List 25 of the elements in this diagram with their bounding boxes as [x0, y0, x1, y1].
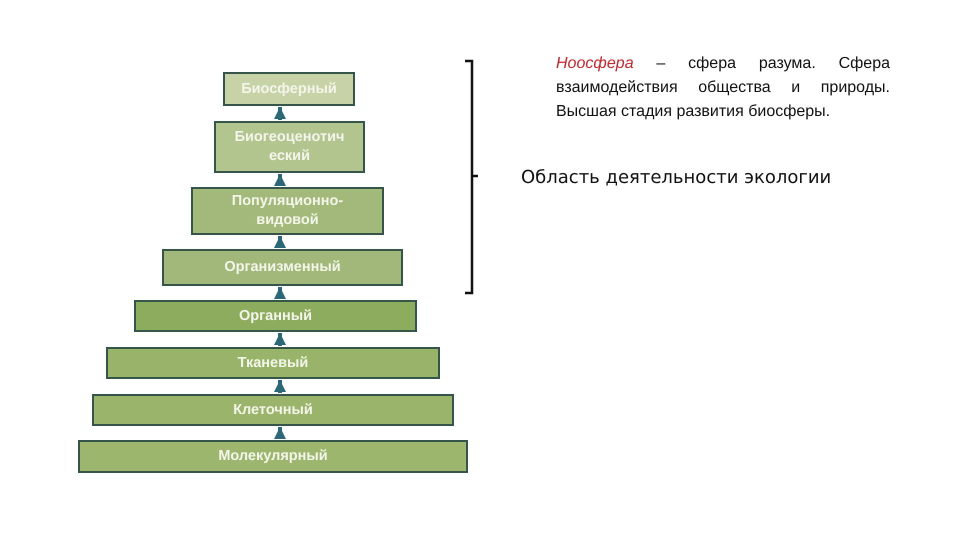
- level-box: [191, 187, 384, 235]
- arrow: [274, 333, 286, 346]
- arrow: [274, 380, 286, 393]
- level-box: [214, 121, 365, 173]
- arrow: [274, 174, 286, 186]
- arrow: [274, 427, 286, 439]
- level-box: [134, 300, 417, 332]
- arrow: [274, 107, 286, 120]
- arrow: [274, 236, 286, 248]
- level-label: Биогеоценотич еский: [234, 128, 346, 166]
- arrow: [274, 287, 286, 299]
- level-label: Биосферный: [241, 80, 337, 98]
- level-label: Клеточный: [233, 400, 313, 420]
- level-box: [223, 72, 355, 106]
- level-box: [106, 347, 440, 379]
- level-box: [78, 440, 468, 473]
- definition-text: Ноосфера – сфера разума. Сфера взаимодействия общества и природы. Высшая стадия развития биосферы.: [556, 54, 890, 122]
- level-box: [92, 394, 454, 426]
- level-label: Молекулярный: [218, 447, 328, 466]
- level-label: Тканевый: [238, 354, 308, 372]
- level-label: Организменный: [224, 258, 341, 277]
- level-label: Популяционно-видовой: [230, 192, 344, 230]
- level-label: Органный: [238, 306, 312, 326]
- level-box: [162, 249, 403, 286]
- bracket-label: Область деятельности экологии: [521, 166, 832, 190]
